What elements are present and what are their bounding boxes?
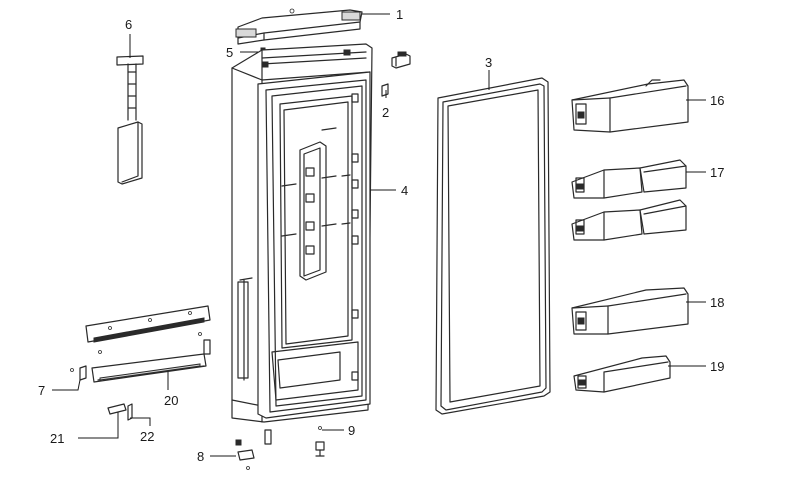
callout-labels: 1 2 3 4 5 6 7 8 9 16 17 18 19 20 21 22 bbox=[38, 7, 724, 464]
trim-bar-upper bbox=[85, 305, 211, 354]
leader-21 bbox=[78, 412, 119, 439]
callout-2: 2 bbox=[382, 105, 389, 120]
part-18-door-bin bbox=[571, 287, 689, 335]
part-20-lower-trim bbox=[91, 339, 211, 383]
part-19-shallow-bin bbox=[573, 355, 671, 393]
part-6-handle-assembly bbox=[116, 55, 144, 185]
leader-22 bbox=[130, 417, 151, 426]
callout-19: 19 bbox=[710, 359, 724, 374]
part-8-hinge-parts bbox=[235, 439, 255, 470]
callout-17: 17 bbox=[710, 165, 724, 180]
callout-7: 7 bbox=[38, 383, 45, 398]
callout-1: 1 bbox=[396, 7, 403, 22]
part-16-door-bin bbox=[571, 79, 689, 133]
part-4-inner-liner bbox=[257, 71, 371, 445]
callout-16: 16 bbox=[710, 93, 724, 108]
leader-lines bbox=[52, 13, 706, 457]
callout-22: 22 bbox=[140, 429, 154, 444]
leader-7 bbox=[52, 379, 81, 391]
callout-4: 4 bbox=[401, 183, 408, 198]
part-2-clips bbox=[381, 51, 411, 97]
part-7-clip bbox=[70, 365, 87, 381]
callout-8: 8 bbox=[197, 449, 204, 464]
callout-6: 6 bbox=[125, 17, 132, 32]
callout-3: 3 bbox=[485, 55, 492, 70]
part-21-bracket bbox=[107, 403, 127, 415]
part-1-top-cap bbox=[235, 8, 363, 45]
callout-9: 9 bbox=[348, 423, 355, 438]
part-9-screw bbox=[315, 426, 325, 457]
part-17-small-bins bbox=[571, 159, 687, 241]
part-3-door-gasket bbox=[435, 77, 551, 415]
callout-20: 20 bbox=[164, 393, 178, 408]
callout-21: 21 bbox=[50, 431, 64, 446]
callout-18: 18 bbox=[710, 295, 724, 310]
callout-5: 5 bbox=[226, 45, 233, 60]
